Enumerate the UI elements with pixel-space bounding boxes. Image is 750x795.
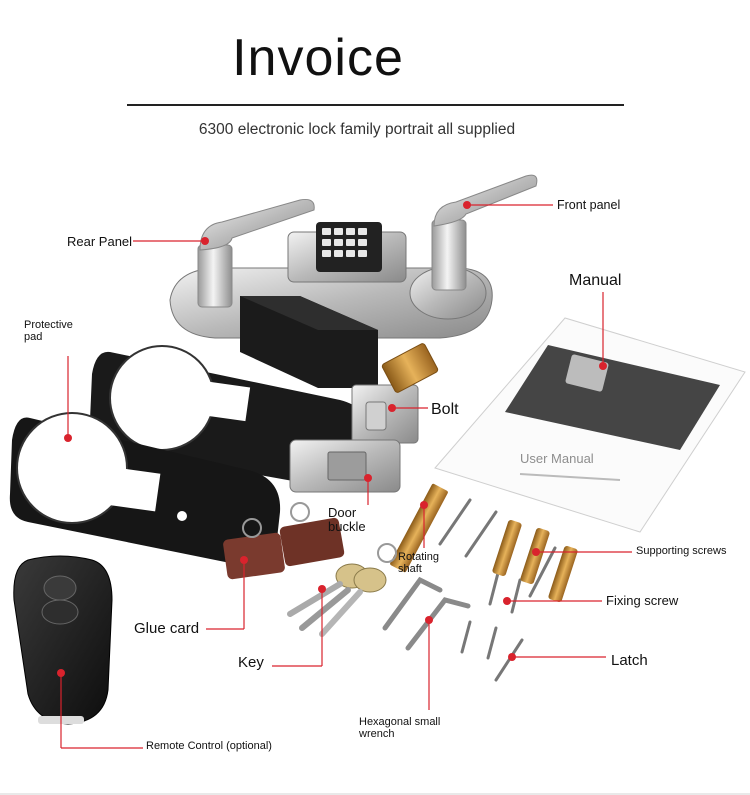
pointer-lines	[60, 204, 632, 749]
label-hex-wrench: Hexagonal small wrench	[359, 716, 441, 740]
label-latch: Latch	[611, 652, 648, 669]
manual-cover-text: User Manual	[520, 451, 594, 466]
label-key: Key	[238, 654, 264, 671]
label-remote-control: Remote Control (optional)	[146, 740, 272, 752]
label-manual: Manual	[569, 272, 622, 289]
title-divider	[127, 104, 624, 106]
door-buckle	[289, 439, 401, 493]
label-glue-card: Glue card	[134, 620, 200, 637]
bottom-divider	[0, 793, 750, 795]
bolt-latch	[351, 343, 439, 444]
page-title: Invoice	[232, 29, 404, 87]
screws	[438, 498, 557, 682]
label-rear-panel: Rear Panel	[67, 234, 133, 249]
label-rotating-shaft: Rotating shaft	[398, 551, 439, 575]
label-supporting-screws: Supporting screws	[636, 545, 727, 557]
label-bolt: Bolt	[431, 401, 459, 418]
label-protective-pad: Protective pad	[24, 319, 73, 343]
pointer-dots	[57, 201, 607, 677]
remote-control	[13, 555, 113, 725]
label-door-buckle: Door buckle	[328, 505, 366, 534]
label-front-panel: Front panel	[557, 198, 621, 212]
manual-booklet: User Manual	[434, 317, 746, 533]
rotating-shaft	[390, 483, 448, 573]
hex-wrench	[382, 576, 471, 651]
lock-assembly	[169, 174, 538, 388]
page-subtitle: 6300 electronic lock family portrait all…	[198, 121, 516, 138]
supporting-screws	[492, 519, 578, 603]
glue-cards	[223, 502, 345, 580]
label-fixing-screw: Fixing screw	[606, 593, 679, 608]
keys	[287, 543, 397, 637]
